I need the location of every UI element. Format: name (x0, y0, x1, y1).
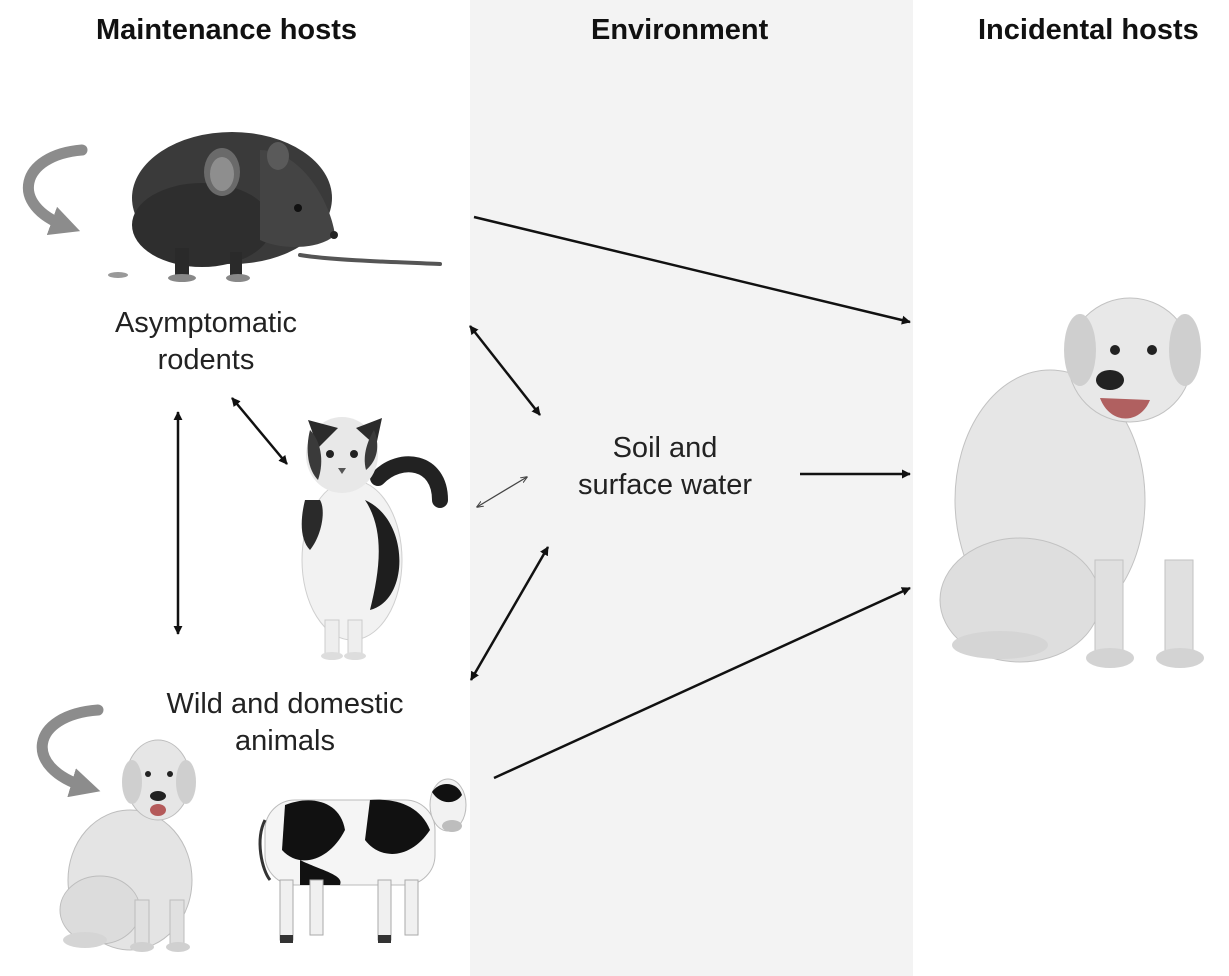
rat-icon (108, 132, 440, 282)
self-loop-arrow-rodents (28, 150, 82, 226)
arrow-animals-soil (471, 547, 548, 680)
cow-icon (260, 779, 466, 943)
arrow-rodents-soil (470, 326, 540, 415)
label-wild-domestic-animals: Wild and domestic animals (130, 686, 440, 760)
cat-icon (302, 417, 440, 660)
arrow-rodents-to-incidental (474, 217, 910, 322)
arrow-cat-soil (477, 477, 527, 507)
dog-icon (940, 298, 1204, 668)
dog-icon (60, 740, 196, 952)
arrow-rodents-cat (232, 398, 287, 464)
label-soil-surface-water: Soil and surface water (550, 430, 780, 504)
self-loop-arrow-animals (42, 710, 98, 787)
label-asymptomatic-rodents: Asymptomatic rodents (76, 305, 336, 379)
arrow-animals-to-incidental (494, 588, 910, 778)
